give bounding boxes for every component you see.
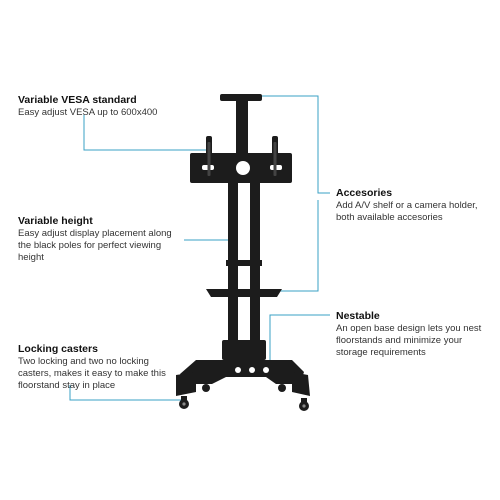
pole-left [228, 183, 238, 363]
base-frame [180, 360, 304, 384]
callout-nestable: Nestable An open base design lets you ne… [336, 310, 496, 359]
callout-description: Easy adjust display placement along the … [18, 228, 172, 263]
stand-metal [176, 94, 310, 396]
callout-title: Nestable [336, 310, 380, 322]
callout-casters: Locking casters Two locking and two no l… [18, 343, 178, 392]
callout-height: Variable height Easy adjust display plac… [18, 215, 183, 264]
leader-acc [262, 95, 330, 194]
casters [179, 384, 309, 411]
callout-title: Variable height [18, 215, 93, 227]
caster-front-left [179, 396, 189, 409]
callout-title: Locking casters [18, 343, 98, 355]
caster-back-left [202, 384, 210, 392]
upper-column [236, 110, 248, 156]
pole-right [250, 183, 260, 363]
leader-vesa [83, 115, 206, 151]
vesa-holes [207, 142, 277, 176]
av-shelf [206, 289, 282, 297]
callout-description: Easy adjust VESA up to 600x400 [18, 107, 158, 118]
callout-accessories: Accesories Add A/V shelf or a camera hol… [336, 187, 496, 224]
callout-title: Accesories [336, 187, 393, 199]
callout-vesa: Variable VESA standard Easy adjust VESA … [18, 94, 178, 119]
caster-back-right [278, 384, 286, 392]
callout-title: Variable VESA standard [18, 94, 137, 106]
callout-description: Two locking and two no locking casters, … [18, 356, 166, 391]
leader-casters [69, 385, 182, 401]
leader-acc-shelf [268, 200, 319, 292]
callout-description: Add A/V shelf or a camera holder, both a… [336, 200, 478, 223]
caster-front-right [299, 398, 309, 411]
camera-shelf [220, 94, 262, 101]
callout-description: An open base design lets you nest floors… [336, 323, 482, 358]
